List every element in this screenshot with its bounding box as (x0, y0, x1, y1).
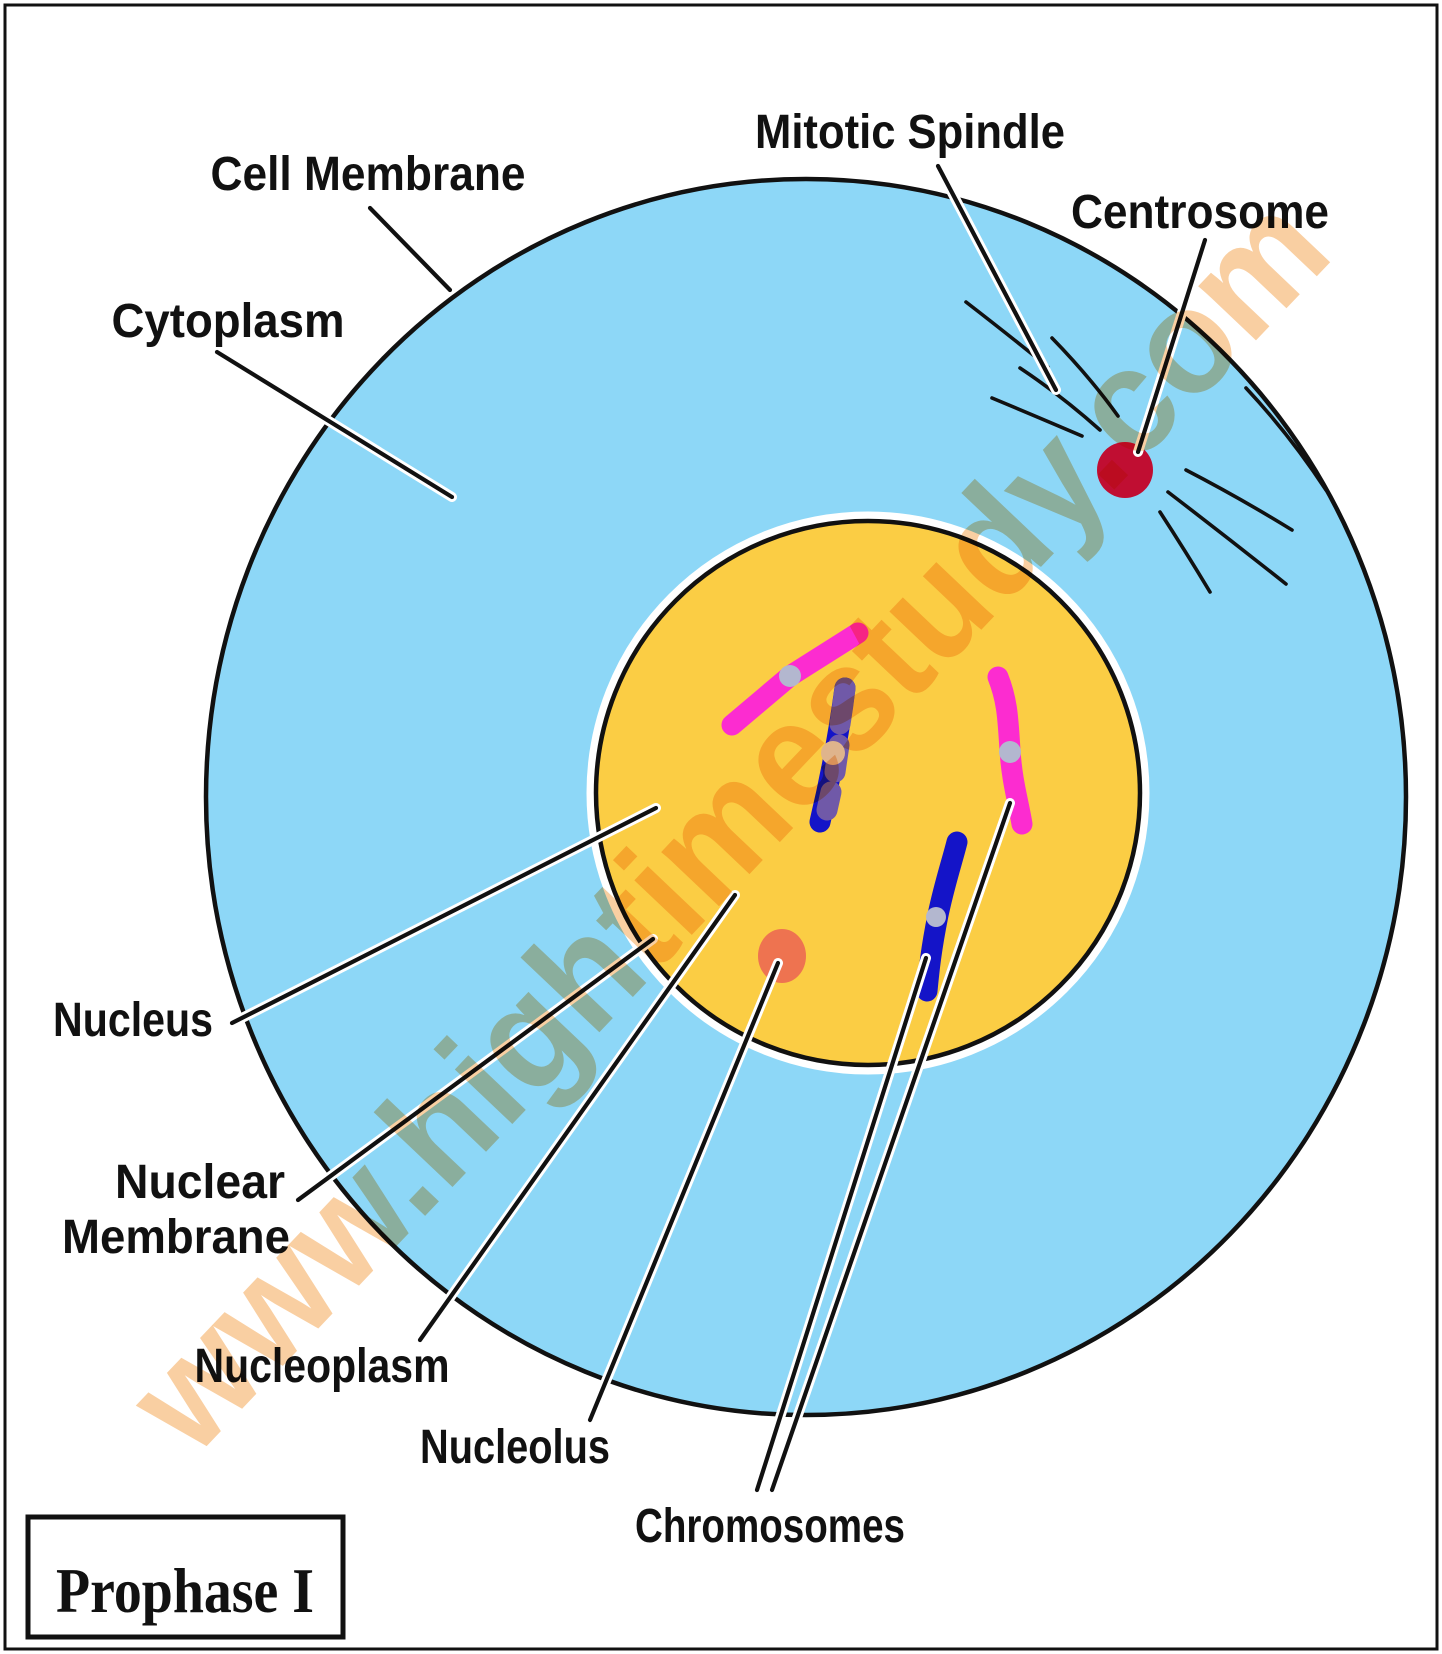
label-nuclear-membrane-line1: Nuclear (115, 1156, 285, 1209)
nuclear-membrane-halo (586, 511, 1150, 1075)
centromere (999, 741, 1021, 763)
phase-title-box: Prophase I (25, 1514, 346, 1640)
label-chromosomes: Chromosomes (635, 1500, 905, 1553)
mitotic-spindle-leader-line (935, 163, 1059, 393)
label-nucleus: Nucleus (53, 994, 213, 1047)
label-nucleoplasm: Nucleoplasm (195, 1340, 450, 1393)
label-centrosome: Centrosome (1071, 186, 1329, 239)
phase-title: Prophase I (56, 1555, 314, 1626)
label-nucleolus: Nucleolus (420, 1421, 610, 1474)
centromere (779, 665, 801, 687)
phase-box-border (25, 1514, 346, 1640)
spindle-fiber (1184, 468, 1294, 532)
diagram-border (3, 3, 1439, 1651)
centromere (821, 741, 845, 765)
spindle-fiber (1244, 386, 1328, 492)
nuclear-membrane-leader-line (295, 936, 656, 1203)
label-nuclear-membrane-line2: Membrane (62, 1211, 290, 1264)
spindle-fiber (1158, 510, 1212, 594)
label-cell-membrane: Cell Membrane (211, 148, 526, 201)
labels: Cell Membrane Cytoplasm Mitotic Spindle … (53, 106, 1329, 1553)
centrosome-leader-line (1135, 237, 1208, 455)
crossover-band (816, 781, 842, 821)
nucleus-leader-line (229, 805, 659, 1026)
spindle-fiber (1018, 366, 1102, 432)
label-cytoplasm: Cytoplasm (112, 295, 345, 348)
spindle-fiber (1050, 336, 1120, 418)
leader-lines (212, 161, 1210, 1495)
nucleolus-body (758, 929, 806, 983)
spindle-fiber (990, 396, 1084, 438)
cell-membrane-leader-line (367, 205, 453, 293)
label-mitotic-spindle: Mitotic Spindle (755, 106, 1065, 159)
crossover-band (829, 677, 856, 735)
nuclear-membrane (593, 518, 1143, 1068)
spindle-fiber (1166, 490, 1288, 586)
chromosomes-leader-line (754, 955, 929, 1493)
cytoplasm-leader-line (214, 349, 455, 500)
chromosomes-leader-line (769, 800, 1013, 1493)
centromere (926, 907, 946, 927)
nucleoplasm-leader-line (417, 892, 738, 1343)
mitotic-spindle-fibers (964, 300, 1328, 594)
nucleolus-leader-line (587, 960, 781, 1423)
chromosomes-group (721, 622, 1033, 1002)
